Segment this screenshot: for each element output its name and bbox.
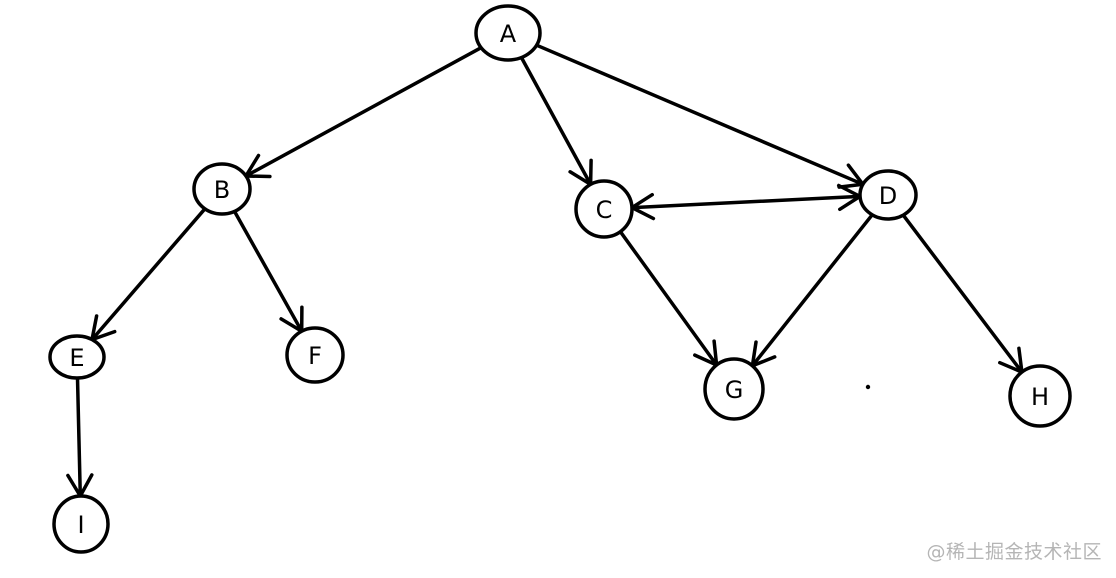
edge-c-d (630, 194, 862, 210)
edge-e-i (75, 376, 83, 498)
node-a: A (474, 4, 542, 62)
node-i-label: I (77, 511, 84, 539)
node-c-label: C (596, 196, 613, 224)
watermark-text: @稀土掘金技术社区 (926, 541, 1102, 563)
node-h: H (1008, 364, 1072, 428)
node-e-circle (48, 334, 106, 380)
node-f: F (285, 326, 345, 384)
node-e-label: E (69, 344, 84, 372)
edge-d-h (901, 213, 1024, 374)
node-h-label: H (1031, 383, 1049, 411)
node-c-circle (574, 179, 634, 239)
node-e: E (48, 334, 106, 380)
node-h-circle (1008, 364, 1072, 428)
node-g: G (703, 357, 765, 421)
edge-a-c (519, 55, 593, 187)
node-i: I (52, 494, 110, 554)
edge-b-f (232, 209, 304, 333)
node-c: C (574, 179, 634, 239)
node-d-circle (858, 169, 918, 221)
edge-a-b (244, 45, 483, 178)
node-f-circle (285, 326, 345, 384)
edge-a-d (534, 43, 865, 187)
nodes-layer: A B C D E F G H I (48, 4, 1072, 554)
node-b-label: B (214, 176, 230, 204)
node-a-label: A (500, 20, 517, 48)
node-a-circle (474, 4, 542, 62)
node-d: D (858, 169, 918, 221)
node-f-label: F (308, 342, 322, 370)
node-b: B (192, 162, 252, 216)
node-g-circle (703, 357, 765, 421)
node-i-circle (52, 494, 110, 554)
stray-dot (865, 384, 871, 390)
edge-d-g (750, 213, 874, 368)
node-d-label: D (879, 182, 897, 210)
edges-layer (66, 43, 1024, 498)
edge-b-e (90, 207, 207, 342)
edge-c-g (618, 229, 719, 367)
node-g-label: G (725, 376, 744, 404)
node-b-circle (192, 162, 252, 216)
